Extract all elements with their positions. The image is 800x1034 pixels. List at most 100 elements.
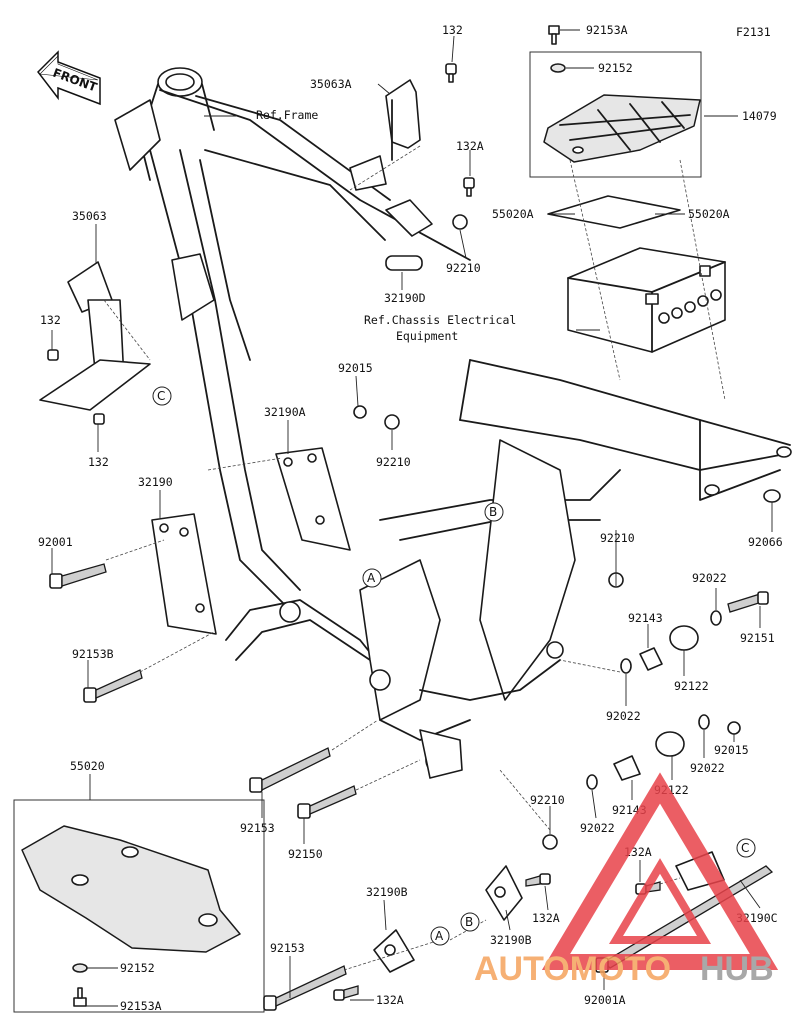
label-92001: 92001 [38, 535, 73, 549]
label-132-top: 132 [442, 23, 463, 37]
label-92210-top: 92210 [446, 261, 481, 275]
label-92143-a: 92143 [628, 611, 663, 625]
bracket-35063 [39, 261, 151, 411]
ref-chassis-label-1: Ref.Chassis Electrical [364, 313, 516, 327]
bolt-132-top [445, 63, 457, 83]
nut-92210-mid [384, 414, 400, 430]
skid-plate-55020 [21, 825, 241, 953]
label-92122-a: 92122 [674, 679, 709, 693]
washer-92022-b [620, 658, 632, 674]
label-92153-low: 92153 [270, 941, 305, 955]
bracket-32190 [151, 513, 217, 635]
bolt-132-lower [93, 413, 105, 425]
svg-text:C: C [741, 841, 749, 855]
callout-a-low: A [430, 926, 450, 946]
callout-c-top: C [152, 386, 172, 406]
bolt-92001 [49, 563, 107, 589]
damper-92122-a [669, 625, 699, 651]
bolt-92153a-top [548, 25, 560, 45]
label-92210-low: 92210 [530, 793, 565, 807]
label-92153-mid: 92153 [240, 821, 275, 835]
label-92153b: 92153B [72, 647, 114, 661]
label-35063: 35063 [72, 209, 107, 223]
svg-text:C: C [157, 389, 165, 403]
label-55020a-right: 55020A [688, 207, 730, 221]
label-32190b-mid: 32190B [490, 933, 532, 947]
label-92022-a: 92022 [692, 571, 727, 585]
label-92022-b: 92022 [606, 709, 641, 723]
washer-92022-d [586, 774, 598, 790]
label-92152-top: 92152 [598, 61, 633, 75]
label-132a-right: 132A [532, 911, 560, 925]
label-92153a-top: 92153A [586, 23, 628, 37]
bolt-92151 [727, 591, 769, 613]
callout-c-low: C [736, 838, 756, 858]
callout-b-top: B [484, 502, 504, 522]
bolt-132a-right [525, 873, 551, 887]
bolt-92153a-low [73, 987, 87, 1007]
bracket-32190b-top [485, 865, 523, 921]
nut-92015-top [353, 405, 367, 419]
label-132-lower: 132 [88, 455, 109, 469]
bolt-92153-low [263, 965, 347, 1011]
label-14079: 14079 [742, 109, 777, 123]
damper-92122-b [655, 731, 685, 757]
ref-frame-label: Ref.Frame [256, 108, 318, 122]
label-92015-top: 92015 [338, 361, 373, 375]
leader-lines [51, 29, 773, 1007]
nut-92210-low [542, 834, 558, 850]
svg-text:B: B [465, 915, 473, 929]
watermark-text-b: HUB [700, 950, 774, 988]
ref-chassis-label-2: Equipment [396, 329, 458, 343]
figure-code: F2131 [736, 25, 771, 39]
bolt-92150 [297, 785, 357, 819]
label-92022-d: 92022 [580, 821, 615, 835]
label-32190a: 32190A [264, 405, 306, 419]
bracket-35063a [349, 79, 421, 191]
collar-92143-a [639, 647, 663, 671]
washer-92152-low [72, 963, 88, 973]
label-55020a-left: 55020A [492, 207, 534, 221]
svg-text:A: A [435, 929, 444, 943]
skid-plate-box [13, 799, 265, 1013]
washer-92022-a [710, 610, 722, 626]
label-92066: 92066 [748, 535, 783, 549]
bolt-92153-mid [249, 747, 331, 793]
pad-55020a [547, 195, 681, 229]
bolt-132a-low [333, 985, 359, 1001]
label-92151: 92151 [740, 631, 775, 645]
label-55020: 55020 [70, 759, 105, 773]
label-92001a: 92001A [584, 993, 626, 1007]
watermark-text-a: AUTOMOTO [474, 950, 671, 988]
motorcycle-frame [114, 67, 792, 779]
label-92022-c: 92022 [690, 761, 725, 775]
label-32190d: 32190D [384, 291, 426, 305]
svg-text:B: B [489, 505, 497, 519]
watermark-logo: AUTOMOTO HUB [474, 772, 779, 988]
collar-92143-b [613, 755, 641, 781]
battery-cover [543, 94, 701, 163]
bracket-32190a [275, 447, 351, 551]
callout-a-top: A [362, 568, 382, 588]
label-132-left: 132 [40, 313, 61, 327]
bracket-32190b-low [373, 929, 415, 973]
label-92153a-low: 92153A [120, 999, 162, 1013]
label-92210-right: 92210 [600, 531, 635, 545]
bracket-32190d [385, 199, 433, 271]
label-132a-top: 132A [456, 139, 484, 153]
bolt-132-left [47, 349, 59, 361]
label-92150: 92150 [288, 847, 323, 861]
callout-b-low: B [460, 912, 480, 932]
label-92152-low: 92152 [120, 961, 155, 975]
battery-cover-box [529, 51, 702, 178]
battery [567, 247, 726, 353]
label-35063a: 35063A [310, 77, 352, 91]
cap-92066 [763, 489, 781, 503]
label-92210-mid: 92210 [376, 455, 411, 469]
bolt-132a-top [463, 177, 475, 197]
label-32190b-top: 32190B [366, 885, 408, 899]
label-92015-b: 92015 [714, 743, 749, 757]
front-arrow-icon: FRONT [37, 50, 101, 106]
nut-92015-b [727, 721, 741, 735]
